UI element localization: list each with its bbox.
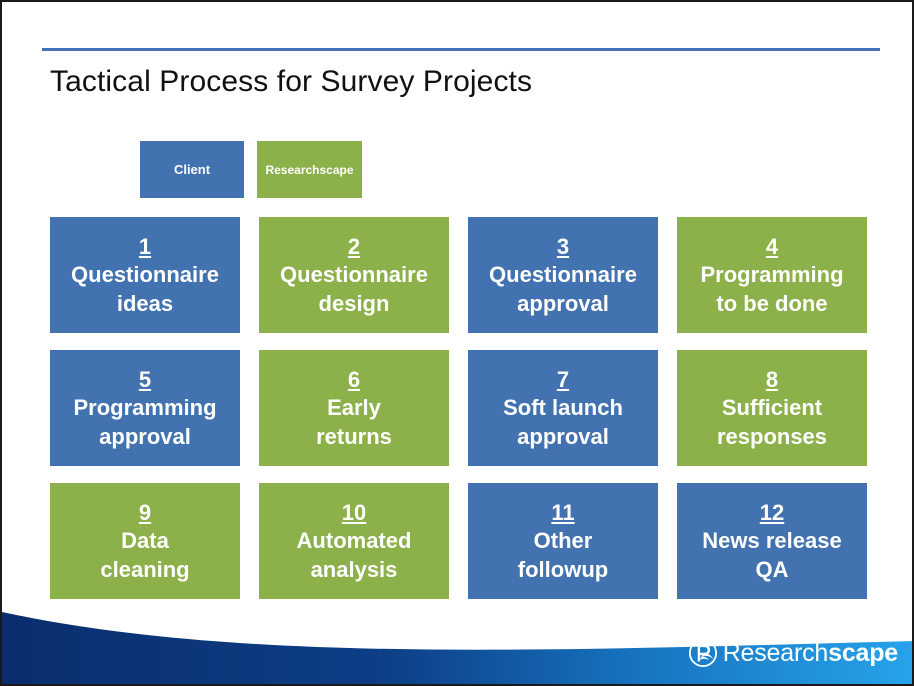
page-title: Tactical Process for Survey Projects — [50, 65, 533, 98]
footer-wave-shape — [2, 612, 912, 684]
process-step-6[interactable]: 6 Early returns — [259, 350, 449, 466]
process-step-1[interactable]: 1 Questionnaire ideas — [50, 217, 240, 333]
process-step-10-label: Automated analysis — [296, 527, 412, 582]
process-step-4-label: Programming to be done — [700, 261, 844, 316]
process-step-10[interactable]: 10 Automated analysis — [259, 483, 449, 599]
process-step-2[interactable]: 2 Questionnaire design — [259, 217, 449, 333]
legend-item-researchscape-label: Researchscape — [265, 162, 354, 177]
legend: Client Researchscape — [140, 141, 362, 198]
process-step-9[interactable]: 9 Data cleaning — [50, 483, 240, 599]
logo-text-scape: scape — [828, 639, 898, 667]
process-step-8-number: 8 — [765, 366, 779, 392]
process-step-3-number: 3 — [556, 233, 570, 259]
process-step-2-number: 2 — [347, 233, 361, 259]
process-step-12-label: News release QA — [702, 527, 842, 582]
researchscape-logo: Researchscape — [688, 636, 898, 670]
process-step-3[interactable]: 3 Questionnaire approval — [468, 217, 658, 333]
title-divider — [42, 48, 880, 51]
legend-item-client-label: Client — [173, 162, 211, 177]
process-step-7-label: Soft launch approval — [503, 394, 623, 449]
process-step-11[interactable]: 11 Other followup — [468, 483, 658, 599]
slide-footer: Researchscape — [2, 598, 912, 684]
process-step-2-label: Questionnaire design — [280, 261, 428, 316]
process-step-12[interactable]: 12 News release QA — [677, 483, 867, 599]
process-step-5-number: 5 — [138, 366, 152, 392]
process-step-9-number: 9 — [138, 499, 152, 525]
researchscape-r-icon — [688, 638, 717, 668]
process-step-12-number: 12 — [759, 499, 785, 525]
process-step-8[interactable]: 8 Sufficient responses — [677, 350, 867, 466]
process-step-9-label: Data cleaning — [100, 527, 190, 582]
process-step-11-number: 11 — [551, 499, 575, 525]
process-step-5[interactable]: 5 Programming approval — [50, 350, 240, 466]
process-step-4[interactable]: 4 Programming to be done — [677, 217, 867, 333]
process-step-1-label: Questionnaire ideas — [71, 261, 219, 316]
process-step-7[interactable]: 7 Soft launch approval — [468, 350, 658, 466]
process-step-11-label: Other followup — [517, 527, 609, 582]
legend-item-client: Client — [140, 141, 244, 198]
process-step-5-label: Programming approval — [73, 394, 217, 449]
logo-text-research: Research — [722, 639, 829, 667]
process-step-1-number: 1 — [138, 233, 152, 259]
legend-item-researchscape: Researchscape — [257, 141, 362, 198]
researchscape-wordmark: Researchscape — [723, 638, 898, 668]
process-step-4-number: 4 — [765, 233, 779, 259]
process-step-3-label: Questionnaire approval — [489, 261, 637, 316]
process-step-6-number: 6 — [347, 366, 361, 392]
process-step-grid: 1 Questionnaire ideas 2 Questionnaire de… — [50, 217, 867, 599]
process-step-6-label: Early returns — [316, 394, 392, 449]
process-step-7-number: 7 — [556, 366, 570, 392]
process-step-8-label: Sufficient responses — [716, 394, 828, 449]
process-step-10-number: 10 — [341, 499, 367, 525]
